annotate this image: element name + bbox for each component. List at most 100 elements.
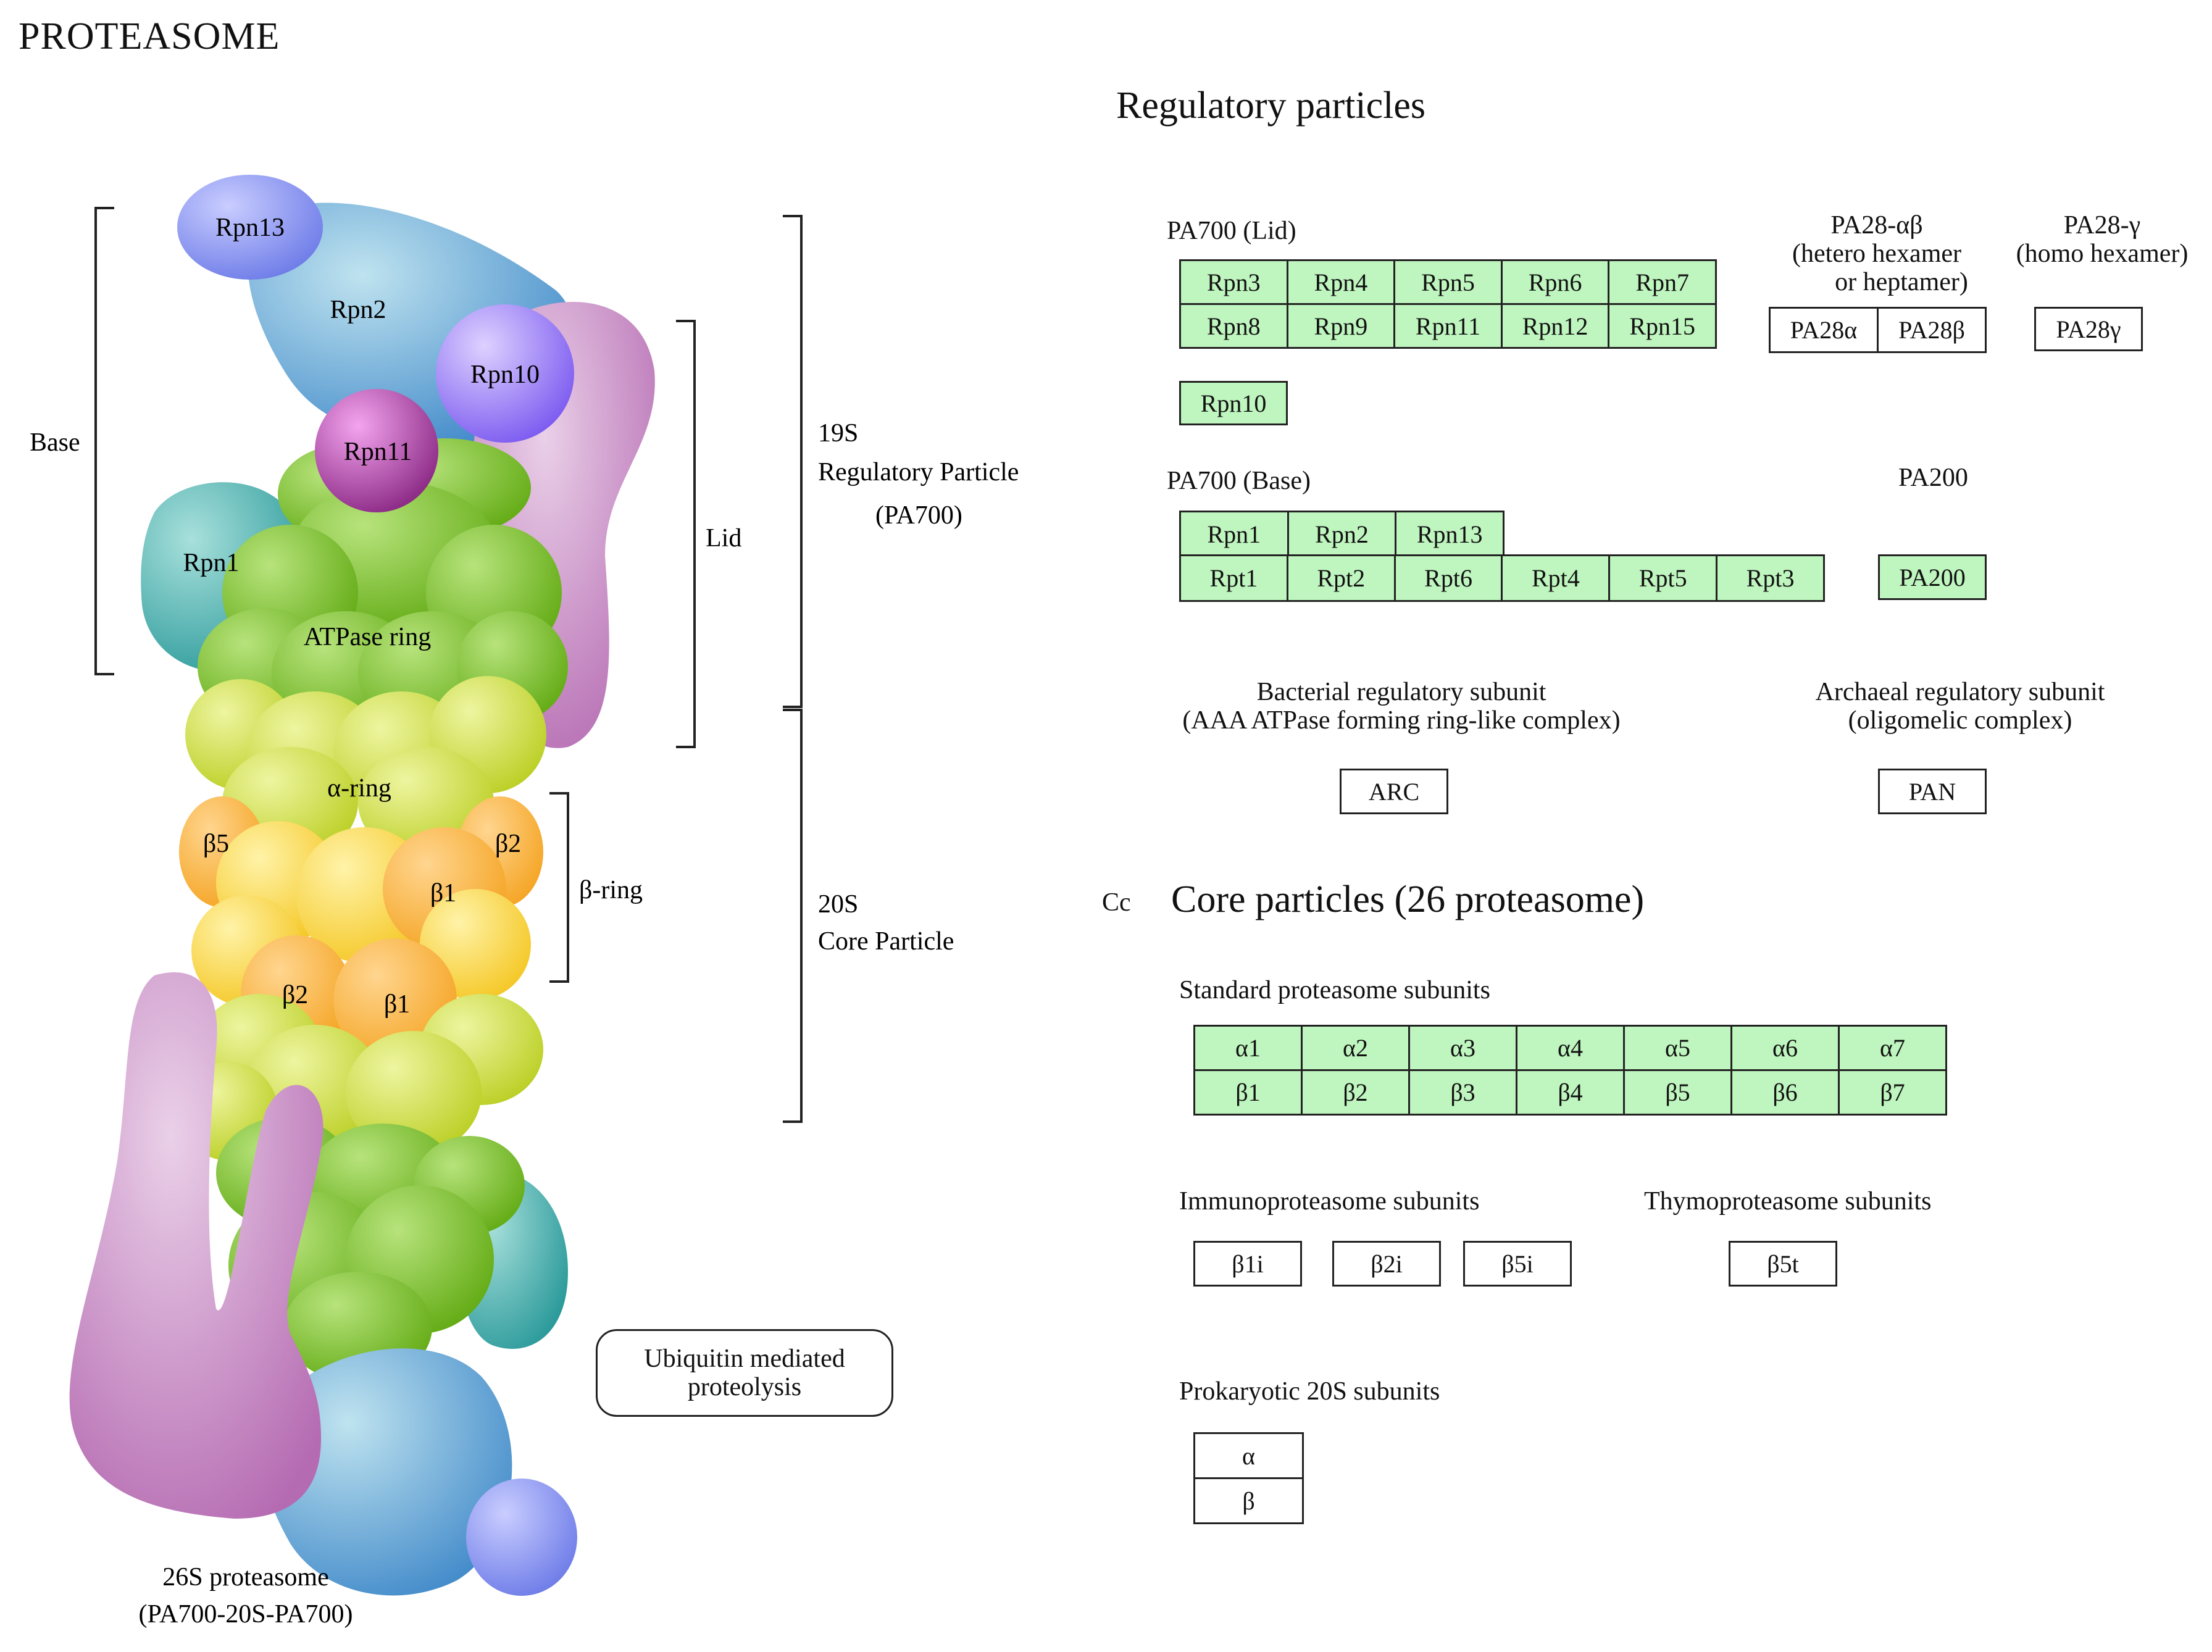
subunit-rpn3[interactable]: Rpn3 — [1181, 261, 1288, 305]
pa28g-label-line2: (homo hexamer) — [2016, 240, 2189, 268]
subunit-rpt6[interactable]: Rpt6 — [1395, 556, 1503, 602]
subunit-b6[interactable]: β6 — [1732, 1071, 1840, 1116]
subunit-rpn11[interactable]: Rpn11 — [1395, 305, 1503, 349]
regulatory-title: Regulatory particles — [1116, 85, 1425, 127]
subunit-prok-beta[interactable]: β — [1195, 1479, 1304, 1524]
page-title: PROTEASOME — [19, 15, 280, 57]
subunit-arc[interactable]: ARC — [1340, 769, 1448, 814]
caption-line2: (PA700-20S-PA700) — [139, 1600, 353, 1629]
subunit-rpn12[interactable]: Rpn12 — [1502, 305, 1610, 349]
rp19s-line2: Regulatory Particle — [818, 458, 1019, 486]
subunit-pa28b[interactable]: PA28β — [1879, 309, 1987, 353]
subunit-b2i[interactable]: β2i — [1332, 1241, 1441, 1287]
subunit-a5[interactable]: α5 — [1625, 1027, 1732, 1071]
subunit-rpn6[interactable]: Rpn6 — [1502, 261, 1610, 305]
subunit-pa28a[interactable]: PA28α — [1771, 309, 1879, 353]
bracket-20s — [783, 709, 803, 1123]
subunit-b5t[interactable]: β5t — [1729, 1241, 1837, 1287]
archaeal-label: Archaeal regulatory subunit (oligomelic … — [1787, 678, 2133, 735]
rpn11-shape — [315, 389, 438, 512]
pa700-base-label: PA700 (Base) — [1167, 467, 1311, 495]
pa28ab-label-line2: (hetero hexamer — [1792, 240, 1961, 268]
rp19s-line3: (PA700) — [875, 501, 962, 530]
subunit-a3[interactable]: α3 — [1410, 1027, 1517, 1071]
pa700-base-row2: Rpt1 Rpt2 Rpt6 Rpt4 Rpt5 Rpt3 — [1179, 554, 1825, 602]
cp20s-line1: 20S — [818, 890, 858, 919]
subunit-b4[interactable]: β4 — [1517, 1071, 1625, 1116]
lid-label: Lid — [706, 524, 741, 553]
ubiquitin-link[interactable]: Ubiquitin mediated proteolysis — [596, 1329, 893, 1417]
subunit-rpn9[interactable]: Rpn9 — [1288, 305, 1396, 349]
subunit-b5[interactable]: β5 — [1625, 1071, 1732, 1116]
subunit-rpn4[interactable]: Rpn4 — [1288, 261, 1396, 305]
rpn2-label: Rpn2 — [330, 296, 386, 324]
bracket-beta-ring — [549, 792, 569, 983]
subunit-rpt2[interactable]: Rpt2 — [1288, 556, 1396, 602]
subunit-rpn8[interactable]: Rpn8 — [1181, 305, 1288, 349]
subunit-rpt3[interactable]: Rpt3 — [1717, 556, 1825, 602]
standard-label: Standard proteasome subunits — [1179, 976, 1490, 1004]
subunit-b1[interactable]: β1 — [1195, 1071, 1303, 1116]
thymo-label: Thymoproteasome subunits — [1644, 1187, 1932, 1216]
subunit-rpn1[interactable]: Rpn1 — [1181, 512, 1289, 558]
pa200-label: PA200 — [1898, 464, 1968, 492]
subunit-a2[interactable]: α2 — [1303, 1027, 1410, 1071]
rp19s-line1: 19S — [818, 419, 858, 448]
subunit-b5i[interactable]: β5i — [1463, 1241, 1572, 1287]
standard-grid: α1 α2 α3 α4 α5 α6 α7 β1 β2 β3 β4 β5 β6 β… — [1193, 1025, 1947, 1116]
core-title: Core particles (26 proteasome) — [1171, 878, 1645, 920]
pa28ab-label: PA28-αβ (hetero hexamer or heptamer) — [1763, 211, 1991, 296]
subunit-a1[interactable]: α1 — [1195, 1027, 1303, 1071]
subunit-prok-alpha[interactable]: α — [1195, 1434, 1304, 1479]
subunit-rpt5[interactable]: Rpt5 — [1610, 556, 1718, 602]
subunit-pa28g[interactable]: PA28γ — [2034, 307, 2143, 351]
rpn10-label: Rpn10 — [470, 361, 540, 389]
subunit-rpn5[interactable]: Rpn5 — [1395, 261, 1503, 305]
bracket-base — [94, 207, 114, 675]
subunit-rpn2[interactable]: Rpn2 — [1288, 512, 1397, 558]
subunit-pa200[interactable]: PA200 — [1878, 554, 1987, 600]
prokaryotic-label: Prokaryotic 20S subunits — [1179, 1377, 1440, 1406]
beta2-top-label: β2 — [495, 830, 521, 858]
archaeal-label-line2: (oligomelic complex) — [1848, 706, 2072, 735]
pa28ab-label-line3: or heptamer) — [1835, 268, 1968, 296]
subunit-rpn15[interactable]: Rpn15 — [1609, 305, 1717, 349]
subunit-a4[interactable]: α4 — [1517, 1027, 1625, 1071]
beta1-bottom-label: β1 — [384, 990, 410, 1019]
subunit-b1i[interactable]: β1i — [1193, 1241, 1302, 1287]
proteasome-illustration: Rpn13 Rpn2 Rpn10 Rpn11 Rpn1 ATPase ring … — [30, 175, 1019, 1629]
subunit-b2[interactable]: β2 — [1303, 1071, 1410, 1116]
subunit-b3[interactable]: β3 — [1410, 1071, 1517, 1116]
rpn10-shape — [436, 304, 574, 443]
pa700-base-row1: Rpn1 Rpn2 Rpn13 — [1179, 511, 1505, 558]
atpase-label: ATPase ring — [304, 623, 431, 651]
alpha-ring-label: α-ring — [327, 774, 391, 803]
ubiquitin-line2: proteolysis — [687, 1373, 802, 1401]
rpn13-label: Rpn13 — [215, 214, 285, 242]
bracket-lid — [676, 320, 696, 748]
caption-line1: 26S proteasome — [162, 1563, 328, 1592]
bacterial-label-line1: Bacterial regulatory subunit — [1256, 678, 1546, 706]
subunit-pan[interactable]: PAN — [1878, 769, 1987, 814]
bracket-19s — [783, 215, 803, 708]
beta5-label: β5 — [203, 830, 229, 858]
subunit-rpn7[interactable]: Rpn7 — [1609, 261, 1717, 305]
beta2-bottom-label: β2 — [282, 981, 308, 1009]
core-stub: Cc — [1102, 888, 1131, 917]
rpn1-label: Rpn1 — [183, 549, 239, 577]
subunit-rpt4[interactable]: Rpt4 — [1503, 556, 1611, 602]
subunit-a6[interactable]: α6 — [1732, 1027, 1840, 1071]
rpn11-label: Rpn11 — [344, 438, 412, 466]
subunit-rpt1[interactable]: Rpt1 — [1181, 556, 1288, 602]
pa28ab-label-line1: PA28-αβ — [1830, 211, 1923, 240]
base-label: Base — [30, 428, 80, 457]
subunit-rpn13[interactable]: Rpn13 — [1396, 512, 1505, 558]
pa700-lid-grid: Rpn3 Rpn4 Rpn5 Rpn6 Rpn7 Rpn8 Rpn9 Rpn11… — [1179, 259, 1717, 349]
subunit-a7[interactable]: α7 — [1840, 1027, 1947, 1071]
bacterial-label: Bacterial regulatory subunit (AAA ATPase… — [1148, 678, 1655, 735]
subunit-b7[interactable]: β7 — [1840, 1071, 1947, 1116]
subunit-rpn10[interactable]: Rpn10 — [1179, 381, 1288, 425]
immuno-label: Immunoproteasome subunits — [1179, 1187, 1480, 1216]
pa28g-label: PA28-γ (homo hexamer) — [2000, 211, 2204, 268]
beta-ring-label: β-ring — [579, 876, 643, 904]
